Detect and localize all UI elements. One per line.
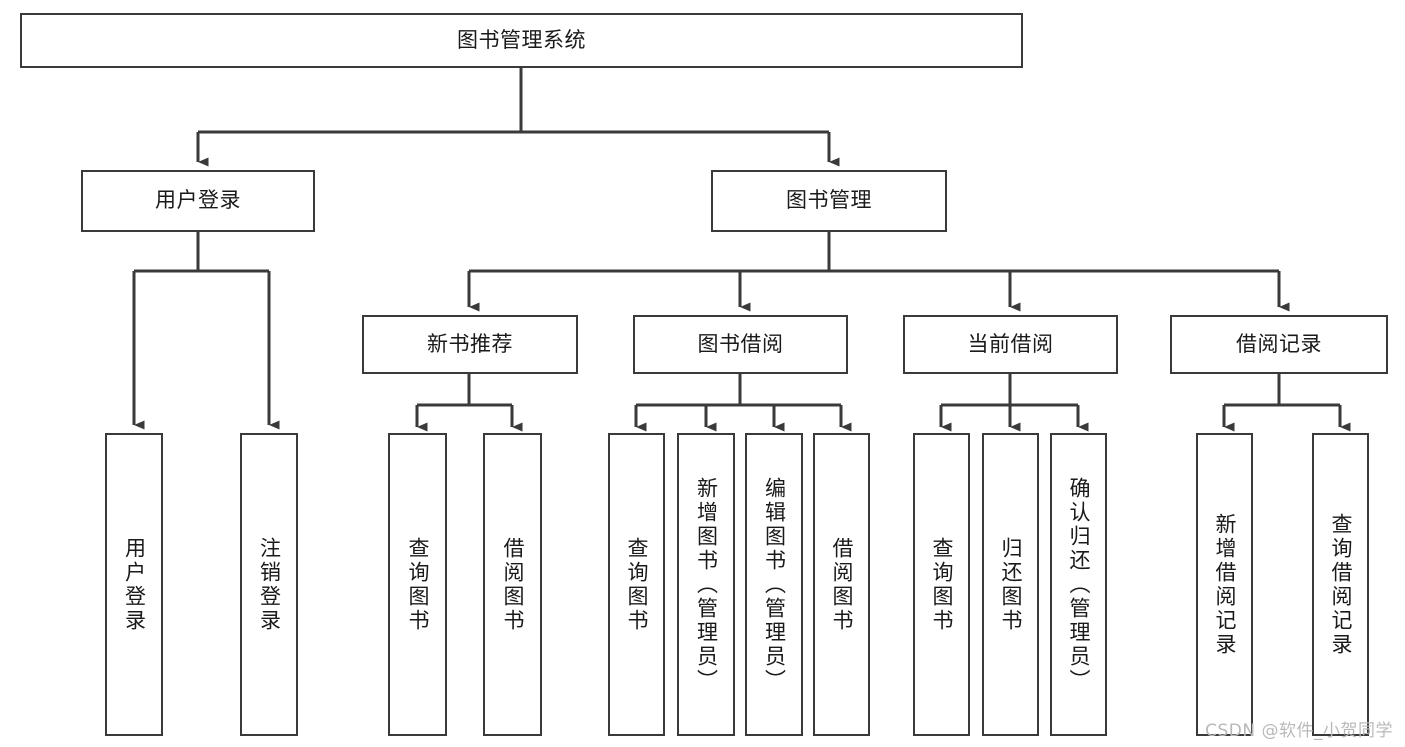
node-label: 图书管理系统 — [457, 27, 586, 52]
node-label: 借阅图书 — [829, 536, 854, 633]
node-leaf-add-book-admin[interactable]: 新增图书（管理员） — [677, 433, 735, 736]
node-leaf-edit-book-admin[interactable]: 编辑图书（管理员） — [745, 433, 803, 736]
node-label: 注销登录 — [257, 536, 282, 633]
node-leaf-return-book[interactable]: 归还图书 — [982, 433, 1039, 736]
node-label: 查询图书 — [624, 536, 649, 633]
node-label: 新书推荐 — [427, 331, 513, 356]
node-book-borrow[interactable]: 图书借阅 — [633, 315, 848, 374]
node-leaf-query-book-current[interactable]: 查询图书 — [913, 433, 970, 736]
node-book-management[interactable]: 图书管理 — [711, 170, 947, 232]
node-leaf-logout[interactable]: 注销登录 — [240, 433, 298, 736]
node-leaf-add-borrow-record[interactable]: 新增借阅记录 — [1196, 433, 1253, 736]
node-label: 用户登录 — [122, 536, 147, 633]
node-label: 图书管理 — [786, 188, 872, 213]
node-current-borrow[interactable]: 当前借阅 — [903, 315, 1118, 374]
node-label: 当前借阅 — [967, 331, 1054, 356]
node-label: 编辑图书（管理员） — [762, 476, 787, 693]
node-label: 新增图书（管理员） — [694, 476, 719, 693]
node-root-system[interactable]: 图书管理系统 — [20, 13, 1023, 68]
node-leaf-query-book-newbook[interactable]: 查询图书 — [388, 433, 447, 736]
node-leaf-query-borrow-record[interactable]: 查询借阅记录 — [1312, 433, 1369, 736]
node-label: 用户登录 — [155, 188, 241, 213]
node-label: 借阅图书 — [500, 536, 525, 633]
node-label: 归还图书 — [998, 536, 1023, 633]
node-label: 查询图书 — [929, 536, 954, 633]
node-user-login[interactable]: 用户登录 — [81, 170, 315, 232]
node-borrow-record[interactable]: 借阅记录 — [1170, 315, 1388, 374]
node-leaf-borrow-book-newbook[interactable]: 借阅图书 — [483, 433, 542, 736]
node-label: 查询图书 — [405, 536, 430, 633]
node-new-book-recommend[interactable]: 新书推荐 — [362, 315, 578, 374]
node-leaf-user-login[interactable]: 用户登录 — [105, 433, 163, 736]
node-label: 图书借阅 — [697, 331, 784, 356]
node-label: 查询借阅记录 — [1328, 512, 1353, 657]
node-leaf-query-book-borrow[interactable]: 查询图书 — [608, 433, 665, 736]
node-leaf-confirm-return-admin[interactable]: 确认归还（管理员） — [1050, 433, 1107, 736]
node-label: 确认归还（管理员） — [1066, 476, 1091, 693]
node-label: 新增借阅记录 — [1212, 512, 1237, 657]
node-leaf-borrow-book[interactable]: 借阅图书 — [813, 433, 870, 736]
node-label: 借阅记录 — [1236, 331, 1322, 356]
